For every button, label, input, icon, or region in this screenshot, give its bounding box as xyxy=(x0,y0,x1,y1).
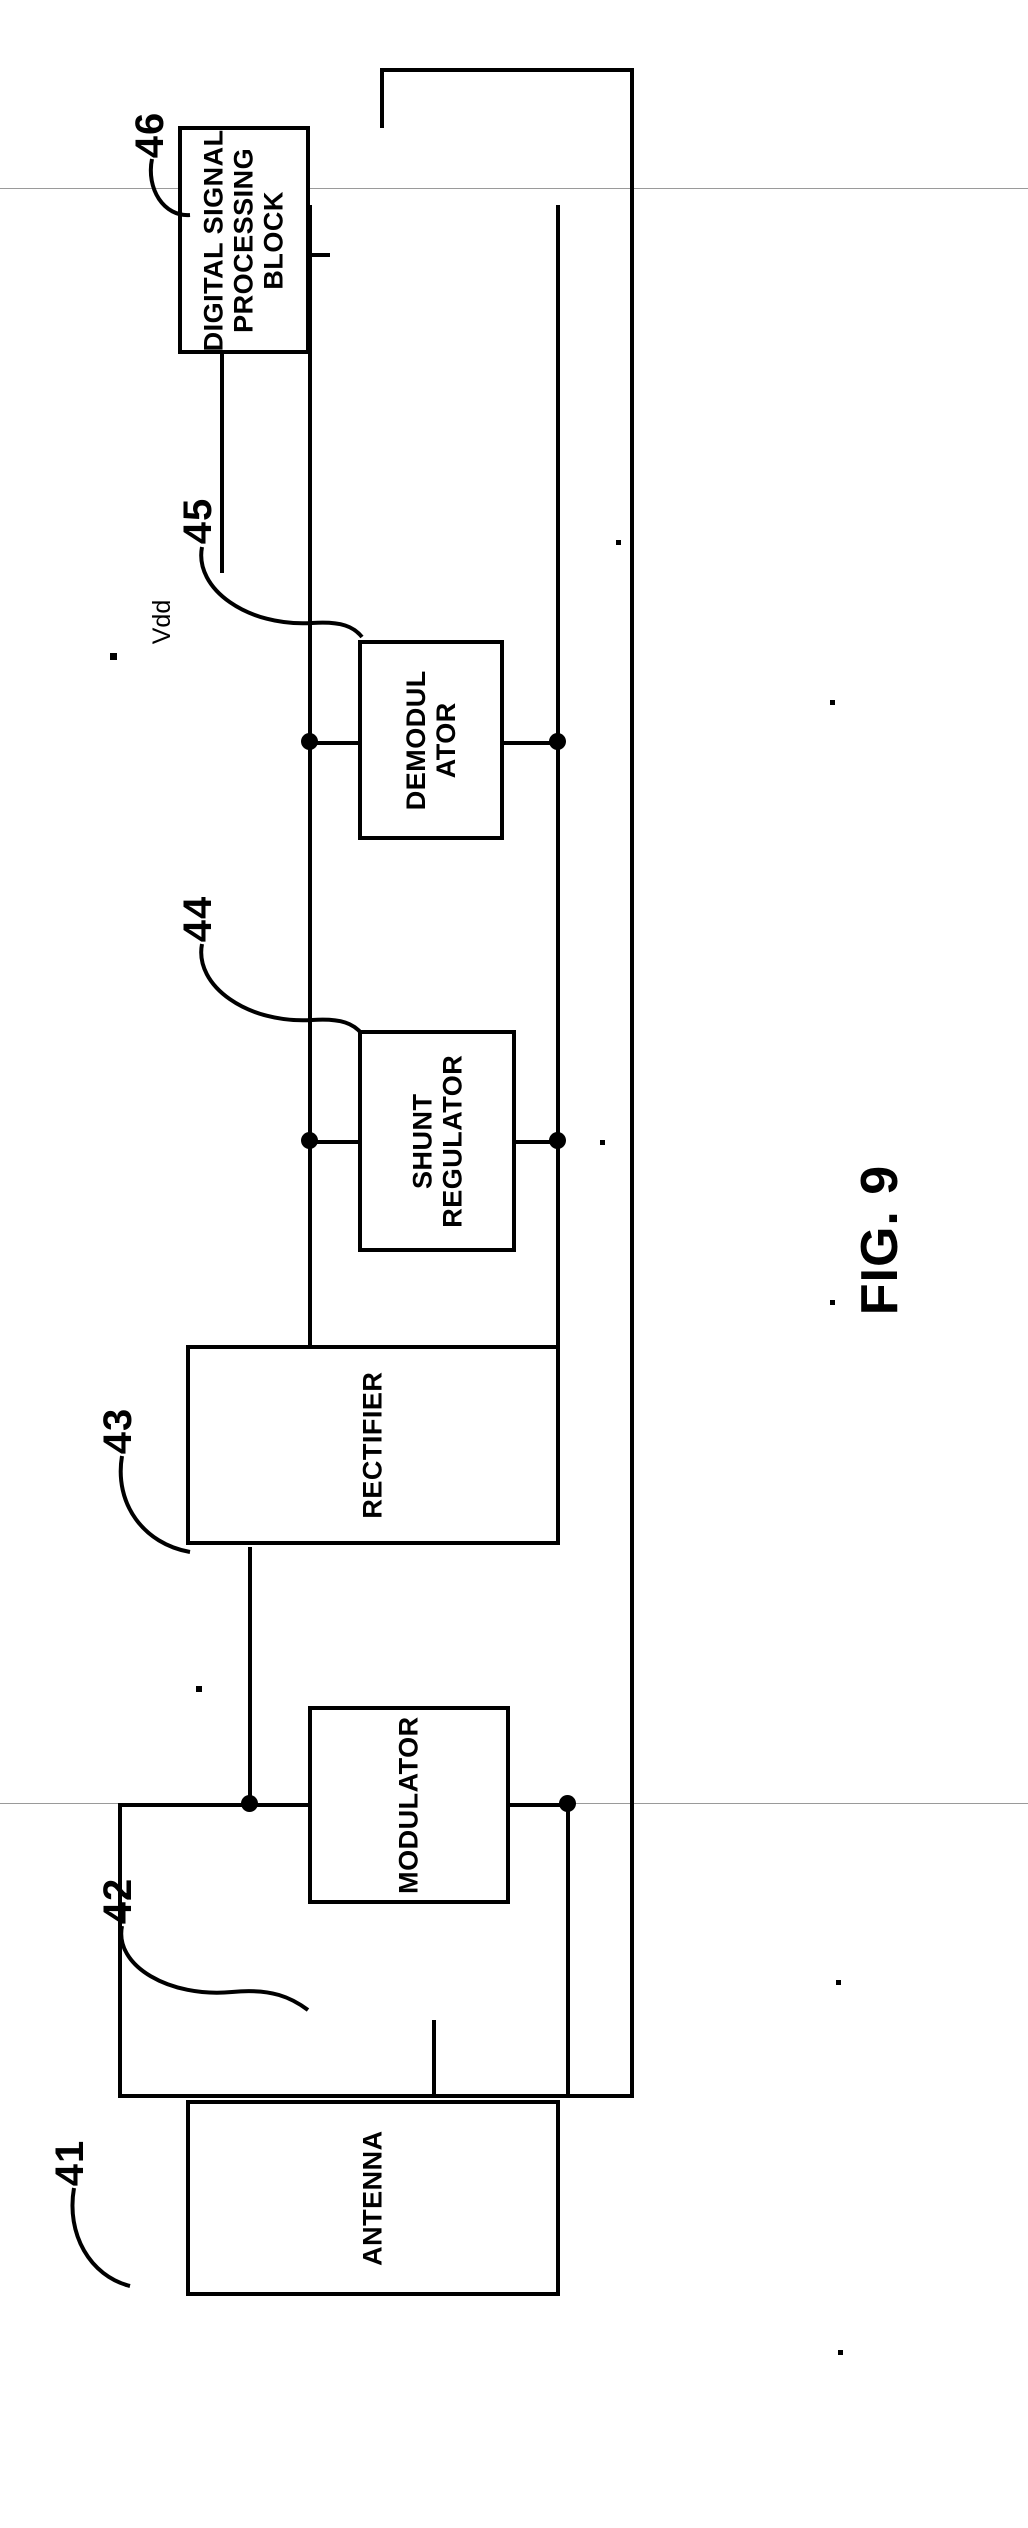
block-dsp-label: DIGITAL SIGNAL PROCESSING BLOCK xyxy=(198,128,290,351)
vdd-rail xyxy=(308,205,312,1537)
block-modulator-label: MODULATOR xyxy=(393,1716,424,1894)
antenna-lead-left xyxy=(118,1803,122,2098)
antenna-lead-top xyxy=(118,1803,254,1807)
leader-line-45 xyxy=(199,546,364,639)
block-modulator[interactable]: MODULATOR xyxy=(308,1706,510,1904)
dsp-to-vdd-stub-v xyxy=(220,253,224,573)
modulator-bottom-lead xyxy=(508,1803,566,1807)
block-antenna[interactable]: ANTENNA xyxy=(186,2100,560,2296)
dsp-feedback-bus xyxy=(630,68,634,2098)
demod-top-lead xyxy=(308,741,360,745)
print-speck-4 xyxy=(600,1140,605,1145)
shunt-bottom-lead xyxy=(514,1140,560,1144)
figure-caption: FIG. 9 xyxy=(851,1164,909,1316)
block-shunt-regulator[interactable]: SHUNT REGULATOR xyxy=(358,1030,516,1252)
ref-numeral-45: 45 xyxy=(176,497,220,545)
modulator-left-bus xyxy=(248,1547,252,1803)
print-speck-8 xyxy=(838,2350,843,2355)
junction-dot-demod-top xyxy=(301,733,318,750)
dsp-feedback-bottom xyxy=(432,2094,634,2098)
leader-line-42 xyxy=(119,1925,310,2012)
print-speck-1 xyxy=(110,653,117,660)
block-shunt-regulator-label: SHUNT REGULATOR xyxy=(406,1054,467,1228)
block-dsp[interactable]: DIGITAL SIGNAL PROCESSING BLOCK xyxy=(178,126,310,354)
block-demodulator-label: DEMODUL ATOR xyxy=(400,670,461,810)
junction-dot-modulator-bottom xyxy=(559,1795,576,1812)
junction-dot-demod-bottom xyxy=(549,733,566,750)
block-demodulator[interactable]: DEMODUL ATOR xyxy=(358,640,504,840)
leader-line-41 xyxy=(70,2187,131,2288)
print-speck-7 xyxy=(836,1980,841,1985)
block-antenna-label: ANTENNA xyxy=(357,2130,388,2266)
leader-line-46 xyxy=(148,158,191,218)
print-speck-2 xyxy=(196,1686,202,1692)
vdd-label: Vdd xyxy=(148,599,176,645)
modulator-right-bus xyxy=(566,1803,570,2098)
junction-dot-shunt-bottom xyxy=(549,1132,566,1149)
print-speck-6 xyxy=(830,1300,835,1305)
junction-dot-modulator-top xyxy=(241,1795,258,1812)
leader-line-43 xyxy=(118,1455,191,1554)
junction-dot-shunt-top xyxy=(301,1132,318,1149)
print-speck-5 xyxy=(830,700,835,705)
print-speck-3 xyxy=(616,540,621,545)
shunt-top-lead xyxy=(308,1140,360,1144)
block-rectifier-label: RECTIFIER xyxy=(357,1371,388,1519)
leader-line-44 xyxy=(199,943,364,1036)
demod-bottom-lead xyxy=(500,741,560,745)
block-rectifier[interactable]: RECTIFIER xyxy=(186,1345,560,1545)
dsp-feedback-top-drop xyxy=(380,68,384,128)
page-guide-top xyxy=(0,188,1028,189)
dsp-feedback-bottom-rise xyxy=(432,2020,436,2098)
return-rail xyxy=(556,205,560,1315)
antenna-lead-bottom xyxy=(118,2094,436,2098)
dsp-feedback-top xyxy=(380,68,634,72)
